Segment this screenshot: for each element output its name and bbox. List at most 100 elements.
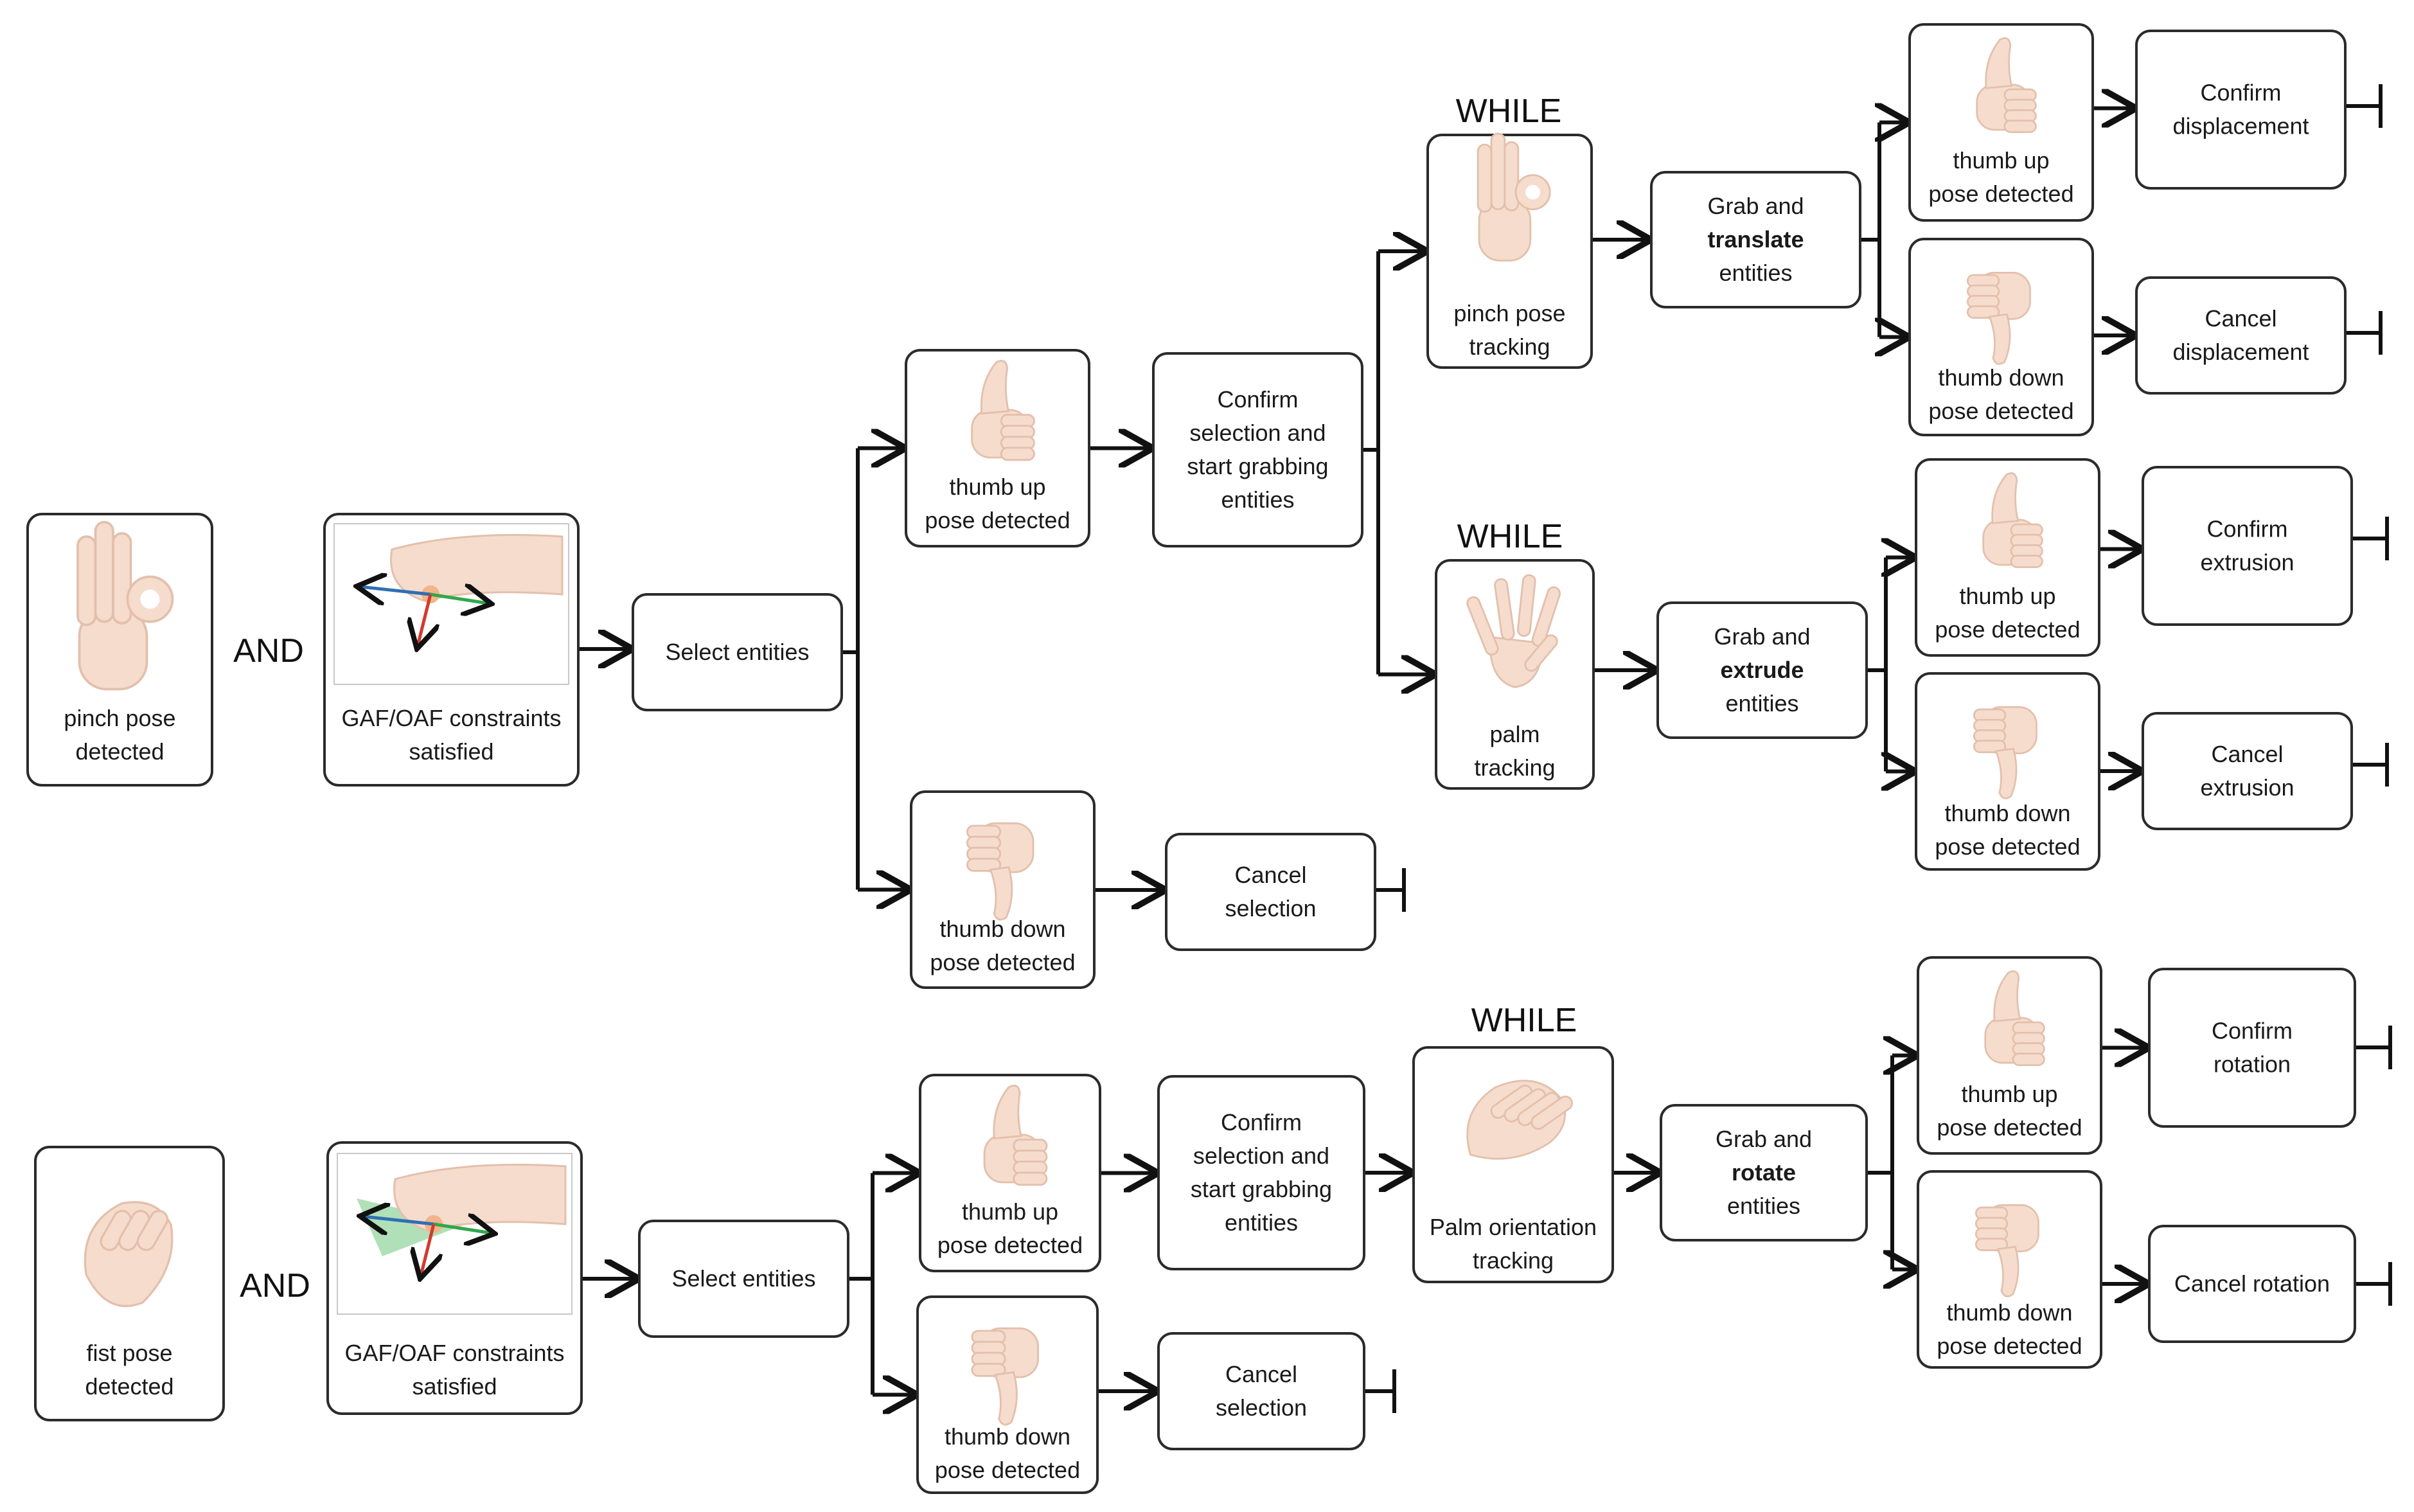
translate-grab-box xyxy=(1650,171,1861,308)
thumb-down-hand-icon xyxy=(1966,272,2031,365)
rotate-grab-text-line: entities xyxy=(1727,1193,1800,1219)
translate-tracking-text-line: tracking xyxy=(1469,334,1550,360)
extrude-cancel-text-line: Cancel xyxy=(2211,741,2283,767)
thumb-up-hand-icon xyxy=(971,360,1035,461)
extrude-grab-action-word: extrude xyxy=(1720,657,1804,683)
rotate-tracking: Palm orientation tracking xyxy=(1412,1046,1614,1283)
palm-hand-icon xyxy=(1466,574,1561,688)
thumb-up-hand-icon xyxy=(983,1085,1048,1186)
extrude-cancel-box xyxy=(2142,712,2353,830)
lower-confirm-grab-text-line: start grabbing xyxy=(1191,1176,1332,1202)
constraint-illustration xyxy=(337,1153,572,1315)
translate-while-label: WHILE xyxy=(1456,93,1562,130)
translate-cancel-box xyxy=(2135,276,2347,395)
lower-thumb-up-text-line: pose detected xyxy=(937,1232,1083,1258)
lower-select-text-line: Select entities xyxy=(671,1265,815,1292)
translate-thumb-up-text-line: thumb up xyxy=(1953,147,2049,173)
pinch-hand-icon xyxy=(1477,132,1551,262)
terminals xyxy=(1392,84,2392,1413)
extrude-grab-text-line: Grab and xyxy=(1714,623,1810,650)
thumb-up-hand-icon xyxy=(1982,472,2043,568)
lower-start-pose-text-line: fist pose xyxy=(86,1340,172,1366)
upper-start-pose-text-line: pinch pose xyxy=(64,705,175,731)
lower-thumb-down-text-line: pose detected xyxy=(935,1457,1080,1483)
translate-thumb-up-text-line: pose detected xyxy=(1928,181,2073,207)
extrude-confirm-text-line: extrusion xyxy=(2200,549,2294,576)
rotate-thumb-up: thumb up pose detected xyxy=(1917,956,2102,1155)
lower-select-box xyxy=(638,1220,849,1338)
translate-thumb-up: thumb up pose detected xyxy=(1908,23,2094,222)
translate-grab-text-line: Grab and xyxy=(1707,193,1804,219)
fist-hand-icon xyxy=(84,1201,173,1308)
extrude-thumb-down: thumb down pose detected xyxy=(1915,672,2100,871)
upper-thumb-down-text-line: pose detected xyxy=(930,949,1075,975)
lower-constraints-text-line: GAF/OAF constraints xyxy=(344,1340,564,1366)
lower-and-label: AND xyxy=(240,1267,310,1304)
extrude-grab-box xyxy=(1656,601,1868,739)
upper-cancel-selection: Cancel selection xyxy=(1165,833,1376,951)
rotate-tracking-text-line: tracking xyxy=(1473,1247,1554,1274)
lower-confirm-grab-box xyxy=(1157,1075,1365,1270)
upper-cancel-selection-box xyxy=(1165,833,1376,951)
lower-confirm-grab-text-line: entities xyxy=(1225,1209,1298,1236)
translate-thumb-down-text-line: pose detected xyxy=(1928,398,2073,424)
rotate-grab: Grab and rotate entities xyxy=(1660,1104,1868,1241)
lower-cancel-selection-text-line: selection xyxy=(1216,1394,1307,1421)
rotate-confirm-box xyxy=(2148,968,2356,1128)
rotate-grab-box xyxy=(1660,1104,1868,1241)
rotate-thumb-up-text-line: pose detected xyxy=(1937,1114,2082,1141)
extrude-thumb-down-text-line: thumb down xyxy=(1944,800,2070,826)
rotate-while-label: WHILE xyxy=(1471,1002,1577,1039)
upper-thumb-up-text-line: thumb up xyxy=(949,474,1045,500)
upper-select: Select entities xyxy=(632,593,843,711)
lower-confirm-grab-text-line: selection and xyxy=(1193,1143,1329,1169)
upper-constraints-text-line: satisfied xyxy=(409,738,493,765)
lower-select: Select entities xyxy=(638,1220,849,1338)
extrude-while-label: WHILE xyxy=(1457,518,1563,555)
extrude-confirm-text-line: Confirm xyxy=(2206,516,2287,542)
translate-grab-action-word: translate xyxy=(1707,226,1804,253)
upper-cancel-selection-text-line: Cancel xyxy=(1234,862,1306,888)
constraint-illustration xyxy=(333,523,569,685)
lower-start-pose-text-line: detected xyxy=(85,1373,173,1400)
upper-confirm-grab-text-line: Confirm xyxy=(1217,386,1298,413)
translate-confirm-text-line: Confirm xyxy=(2200,80,2281,106)
lower-cancel-selection-box xyxy=(1157,1332,1365,1450)
extrude-thumb-down-text-line: pose detected xyxy=(1935,833,2080,860)
translate-tracking: pinch pose tracking xyxy=(1426,132,1593,369)
upper-constraints-text-line: GAF/OAF constraints xyxy=(341,705,561,731)
lower-thumb-down-text-line: thumb down xyxy=(945,1423,1070,1450)
pinch-hand-icon xyxy=(76,520,174,691)
upper-confirm-grab-box xyxy=(1152,352,1363,547)
upper-select-text-line: Select entities xyxy=(665,639,809,665)
lower-thumb-down: thumb down pose detected xyxy=(916,1295,1099,1494)
upper-thumb-up-text-line: pose detected xyxy=(925,507,1070,533)
rotate-tracking-text-line: Palm orientation xyxy=(1430,1214,1597,1240)
translate-tracking-text-line: pinch pose xyxy=(1453,300,1565,326)
rotate-grab-text-line: Grab and xyxy=(1716,1126,1812,1152)
rotate-confirm-text-line: Confirm xyxy=(2212,1018,2293,1044)
translate-cancel-text-line: Cancel xyxy=(2205,305,2276,332)
rotate-thumb-up-text-line: thumb up xyxy=(1961,1081,2057,1107)
extrude-tracking-text-line: palm xyxy=(1489,721,1540,747)
rotate-grab-action-word: rotate xyxy=(1732,1159,1796,1186)
upper-confirm-grab-text-line: start grabbing xyxy=(1187,453,1328,479)
upper-cancel-selection-text-line: selection xyxy=(1225,895,1316,921)
upper-confirm-grab-text-line: entities xyxy=(1221,486,1294,513)
upper-start-pose-text-line: detected xyxy=(75,738,164,765)
